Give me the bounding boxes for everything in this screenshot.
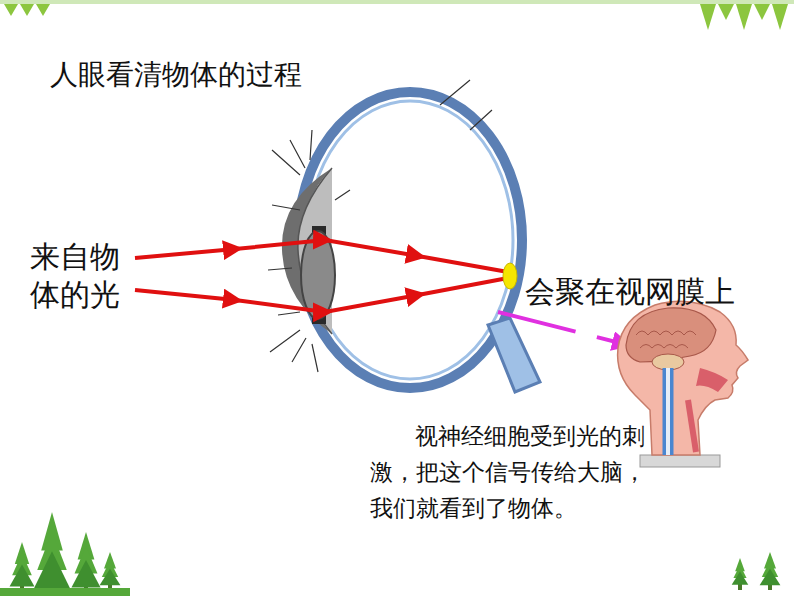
explanation-text: 视神经细胞受到光的刺激，把这个信号传给大脑，我们就看到了物体。 xyxy=(370,418,646,526)
eyeball xyxy=(268,80,540,392)
light-rays xyxy=(135,240,508,312)
top-decoration xyxy=(0,0,794,30)
light-source-label: 来自物体的光 xyxy=(30,238,126,314)
slide-title: 人眼看清物体的过程 xyxy=(50,56,302,94)
retina-spot xyxy=(503,263,517,289)
tree-decoration xyxy=(10,512,781,590)
signal-arrow xyxy=(498,312,628,345)
retina-label: 会聚在视网膜上 xyxy=(525,274,735,310)
